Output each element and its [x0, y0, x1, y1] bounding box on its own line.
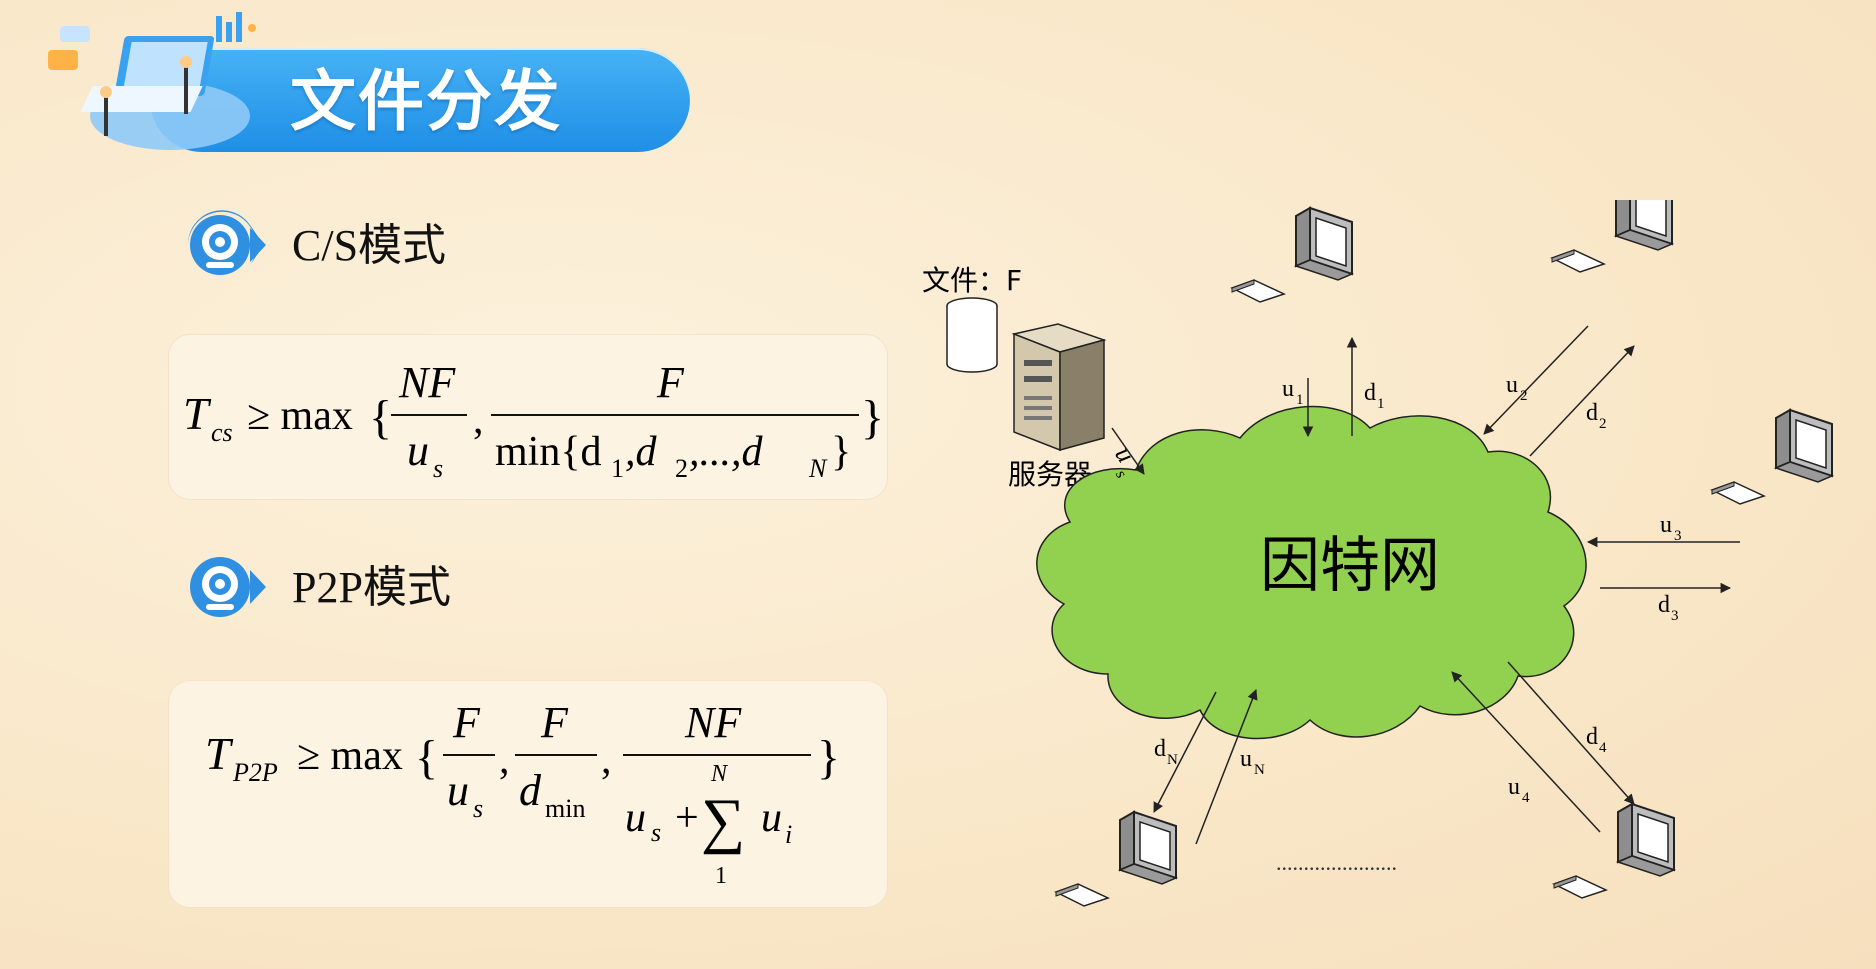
peer2-u: u: [1506, 372, 1518, 398]
cs-op: ≥ max: [247, 393, 353, 439]
p2p-op: ≥ max: [297, 733, 403, 779]
peer1-u: u: [1282, 376, 1294, 402]
peer-computer-icon: [1551, 200, 1673, 273]
peerN-d-sub: N: [1167, 752, 1178, 768]
p2p-frac1-den: u: [447, 766, 469, 815]
peerN-d: d: [1154, 736, 1166, 762]
peer-computer-icon: [1231, 207, 1353, 303]
p2p-frac3-num: NF: [684, 698, 742, 747]
p2p-lhs: T: [205, 728, 234, 779]
cs-formula-box: T cs ≥ max { NF u s , F min{d 1 ,d 2 ,..…: [168, 334, 888, 500]
more-peers-ellipsis: ......................: [1276, 850, 1397, 875]
p2p-sum-bottom: 1: [715, 863, 727, 889]
title-illustration: [48, 12, 256, 150]
server-icon: [1011, 323, 1107, 452]
peer2-u-sub: 2: [1520, 388, 1528, 404]
cloud-label: 因特网: [1260, 531, 1440, 601]
p2p-frac1-num: F: [452, 698, 481, 747]
p2p-frac2-num: F: [540, 698, 569, 747]
p2p-plus: +: [675, 795, 699, 841]
p2p-frac3-den-b-sub: i: [785, 820, 792, 849]
network-diagram: 文件：F 服务器 因特网 u s u 1 d 1 u 2 d 2 u 3 d 3…: [922, 200, 1833, 907]
cs-dN-sub: N: [808, 454, 828, 483]
file-label: 文件：F: [922, 264, 1022, 297]
peer-computer-icon: [1711, 409, 1833, 505]
p2p-frac2-den-sub: min: [545, 794, 585, 823]
peer-computer-icon: [1553, 803, 1675, 899]
p2p-comma-1: ,: [499, 737, 510, 783]
cs-brace-close: }: [861, 391, 884, 444]
p2p-frac3-den-a: u: [625, 795, 646, 841]
file-cylinder-icon: [946, 297, 998, 373]
p2p-frac2-den: d: [519, 766, 542, 815]
cs-d2-sub: 2: [675, 454, 688, 483]
peer3-d: d: [1658, 592, 1670, 618]
peer3-u-sub: 3: [1674, 528, 1682, 544]
internet-cloud: [1036, 405, 1587, 740]
peerN-u-sub: N: [1254, 762, 1265, 778]
peer4-d-sub: 4: [1599, 740, 1607, 756]
p2p-formula-box: T P2P ≥ max { F u s , F d min , NF u s +…: [168, 680, 888, 908]
cs-lhs-sub: cs: [211, 418, 233, 447]
cs-brace-open: {: [369, 391, 392, 444]
cs-mode-label: C/S模式: [292, 221, 447, 270]
peer1-d: d: [1364, 380, 1376, 406]
peer1-d-sub: 1: [1377, 396, 1385, 412]
peer4-u-sub: 4: [1522, 790, 1530, 806]
p2p-frac1-den-sub: s: [473, 794, 483, 823]
peer3-d-sub: 3: [1671, 608, 1679, 624]
p2p-brace-open: {: [415, 731, 438, 784]
p2p-sum-top: N: [710, 761, 729, 787]
peer2-d: d: [1586, 400, 1598, 426]
peer-computer-icon: [1055, 811, 1177, 907]
p2p-comma-2: ,: [601, 737, 612, 783]
p2p-sigma: ∑: [701, 787, 745, 855]
peer2-d-sub: 2: [1599, 416, 1607, 432]
cs-frac1-num: NF: [398, 358, 456, 407]
cs-dots: ,...,d: [689, 429, 764, 475]
cs-close-inner: }: [831, 429, 851, 475]
p2p-frac3-den-a-sub: s: [651, 818, 661, 847]
peer4-u: u: [1508, 774, 1520, 800]
cs-lhs: T: [183, 388, 212, 439]
peer3-u: u: [1660, 512, 1672, 538]
cs-frac2-den: min{d: [495, 429, 602, 475]
p2p-frac3-den-b: u: [761, 795, 782, 841]
p2p-mode-label: P2P模式: [292, 563, 451, 612]
cs-frac1-den-sub: s: [433, 454, 443, 483]
cs-frac2-num: F: [656, 358, 685, 407]
webcam-icon: [187, 210, 266, 275]
cs-comma: ,: [473, 397, 484, 443]
p2p-formula: T P2P ≥ max { F u s , F d min , NF u s +…: [205, 698, 840, 889]
peer1-u-sub: 1: [1296, 392, 1304, 408]
page-title: 文件分发: [290, 63, 562, 140]
cs-formula: T cs ≥ max { NF u s , F min{d 1 ,d 2 ,..…: [183, 358, 884, 483]
webcam-icon: [190, 557, 266, 617]
cs-frac1-den: u: [407, 426, 429, 475]
cs-d2: ,d: [625, 429, 658, 475]
peer4-d: d: [1586, 724, 1598, 750]
peerN-u: u: [1240, 746, 1252, 772]
cs-d1-sub: 1: [611, 454, 624, 483]
p2p-lhs-sub: P2P: [232, 758, 278, 787]
p2p-brace-close: }: [817, 731, 840, 784]
